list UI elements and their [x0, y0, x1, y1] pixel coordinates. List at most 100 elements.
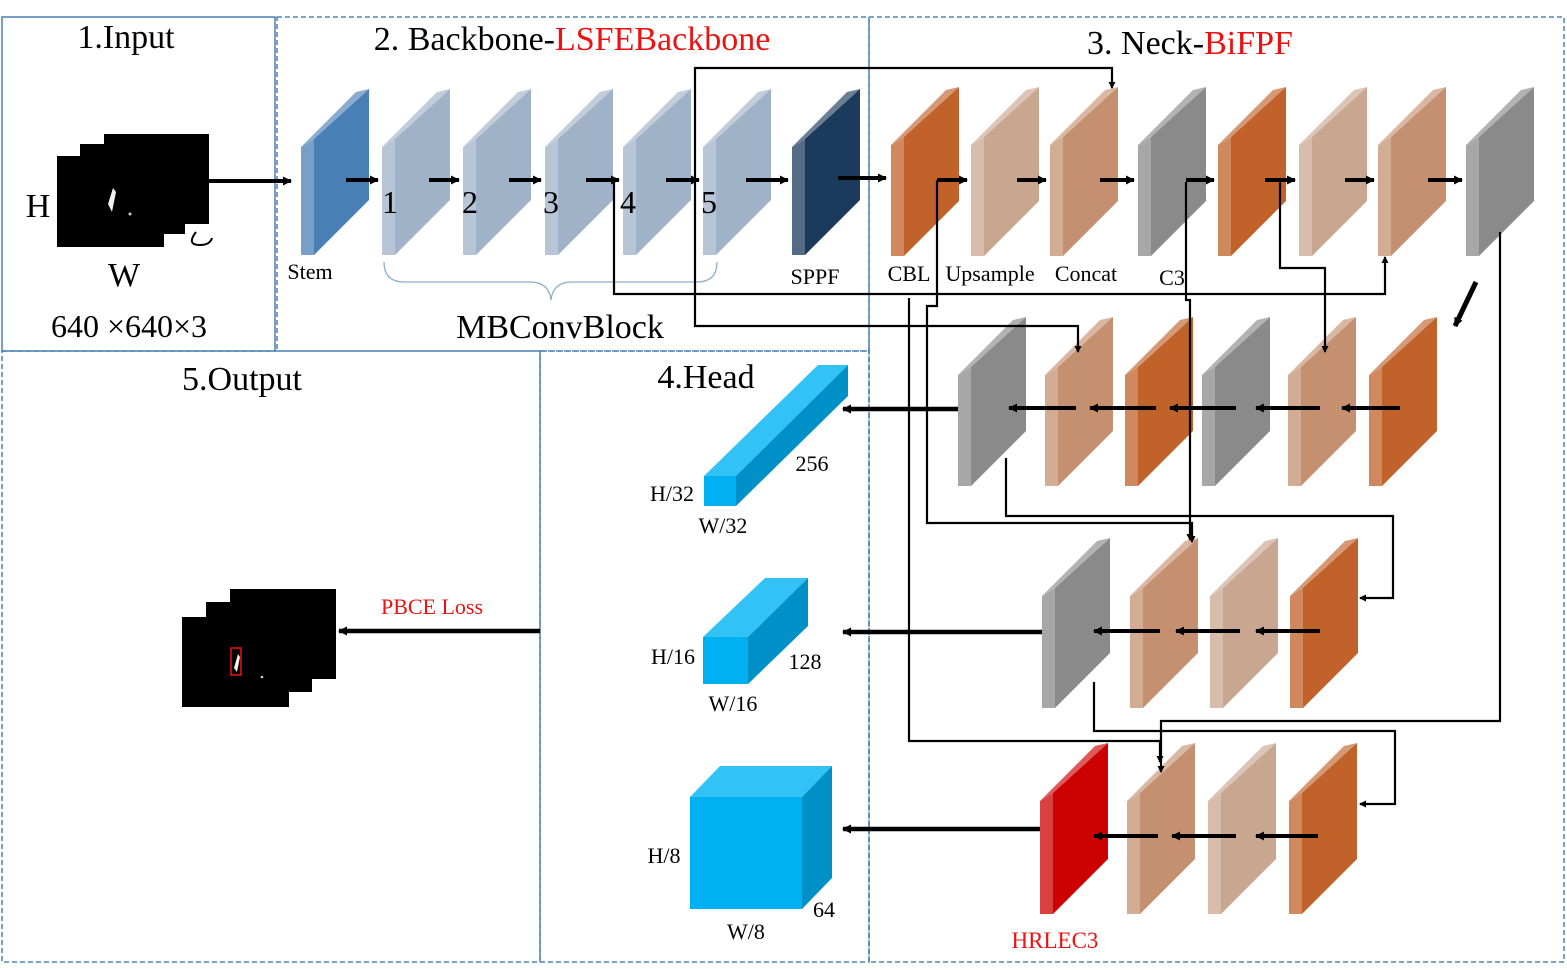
neck-top-concat-2-face — [1391, 87, 1446, 256]
neck-r3-c3-edge — [1042, 588, 1055, 708]
neck-r4-cbl-top — [1289, 743, 1357, 801]
neck-r3-upsample-top — [1210, 538, 1278, 596]
neck-r3-concat — [1130, 538, 1198, 708]
stem-block-face — [314, 89, 369, 255]
neck-r3-c3-top — [1042, 538, 1110, 596]
neck-top-cbl-2-top — [1218, 87, 1286, 145]
neck-r4-hrlec3 — [1040, 743, 1108, 914]
neck-r2-cbl — [1125, 317, 1193, 486]
output-target-blob — [234, 654, 240, 672]
neck-r3-c3-face — [1055, 538, 1110, 708]
head-small-channels: 64 — [813, 897, 835, 922]
neck-r4-cbl — [1289, 743, 1357, 914]
neck-r3-upsample-edge — [1210, 588, 1223, 708]
upsample-label: Upsample — [945, 261, 1034, 286]
block3-to-top-concat — [612, 178, 1389, 296]
mbconv-block-5 — [703, 89, 771, 255]
mbconv-group-label: MBConvBlock — [456, 309, 664, 346]
neck-r2-concat-face — [1058, 317, 1113, 486]
neck-r2-concat-2-face — [1301, 317, 1356, 486]
neck-top-cbl-top — [891, 87, 959, 145]
head-medium-channels: 128 — [789, 649, 822, 674]
head-title: 4.Head — [657, 359, 754, 396]
mbconv-block-3 — [545, 89, 613, 255]
neck-r2-cbl-2 — [1369, 317, 1437, 486]
neck-top-cbl — [891, 87, 959, 256]
head-large-height: H/32 — [650, 481, 694, 506]
neck-r3-cbl-face — [1303, 538, 1358, 708]
cbl-label: CBL — [888, 261, 931, 286]
neck-r4-upsample — [1208, 743, 1276, 914]
neck-title: 3. Neck-BiFPF — [1087, 25, 1293, 62]
output-image-stack — [182, 589, 336, 707]
mbconv-number-1: 1 — [382, 184, 398, 220]
mbconv-block-2-edge — [463, 139, 476, 255]
stem-block — [301, 89, 369, 255]
neck-r2-c3-2-face — [1215, 317, 1270, 486]
mbconv-block-5-top — [703, 89, 771, 147]
head-large-side — [736, 365, 848, 506]
neck-top-concat-2 — [1378, 87, 1446, 256]
neck-top-c3-2-edge — [1466, 137, 1479, 256]
neck-r4-hrlec3-face — [1053, 743, 1108, 914]
mbconv-block-4-edge — [623, 139, 636, 255]
neck-r4-cbl-edge — [1289, 793, 1302, 914]
neck-r2-c3-2 — [1202, 317, 1270, 486]
row3-c3-to-row4 — [1092, 682, 1397, 808]
neck-r3-cbl — [1290, 538, 1358, 708]
output-frame — [1, 350, 541, 963]
feature-blocks — [301, 87, 1534, 914]
head-small-side — [802, 766, 832, 909]
neck-r2-c3-top — [958, 317, 1026, 375]
neck-r3-cbl-top — [1290, 538, 1358, 596]
head-frame — [539, 350, 870, 963]
neck-top-c3-face — [1151, 87, 1206, 256]
input-target-blob — [108, 188, 116, 212]
head-large-top — [704, 365, 848, 476]
output-detection-box — [230, 647, 242, 676]
neck-r2-cbl-top — [1125, 317, 1193, 375]
neck-top-upsample-2-top — [1299, 87, 1367, 145]
neck-r2-cbl-2-edge — [1369, 367, 1382, 486]
input-h-label: H — [26, 188, 51, 225]
input-title: 1.Input — [77, 19, 175, 56]
hrlec3-label: HRLEC3 — [1012, 928, 1099, 953]
stem-block-top — [301, 89, 369, 147]
neck-r2-concat-2-edge — [1288, 367, 1301, 486]
neck-r4-upsample-face — [1221, 743, 1276, 914]
backbone-title-prefix: 2. Backbone- — [374, 21, 555, 58]
neck-top-c3-2-face — [1479, 87, 1534, 256]
input-w-label: W — [108, 257, 141, 294]
neck-r2-concat-2 — [1288, 317, 1356, 486]
neck-top-concat-top — [1050, 87, 1118, 145]
neck-r4-concat-face — [1140, 743, 1195, 914]
sppf-block-top — [792, 89, 860, 147]
section-frames — [1, 16, 1565, 963]
mbconv-block-1-face — [395, 89, 450, 255]
neck-top-concat — [1050, 87, 1118, 256]
neck-top-concat-2-edge — [1378, 137, 1391, 256]
head-small-top — [690, 766, 832, 797]
mbconv-block-3-face — [558, 89, 613, 255]
neck-top-concat-face — [1063, 87, 1118, 256]
backbone-frame — [276, 16, 870, 352]
neck-r3-c3 — [1042, 538, 1110, 708]
output-image-front — [182, 617, 289, 707]
mbconv-number-3: 3 — [543, 184, 559, 220]
mbconv-number-4: 4 — [620, 184, 636, 220]
head-small-front — [690, 797, 802, 909]
c3-to-row3 — [1184, 182, 1194, 541]
head-output-large — [704, 365, 848, 506]
neck-top-upsample-2 — [1299, 87, 1367, 256]
head-medium-side — [748, 578, 808, 684]
neck-r3-upsample-face — [1223, 538, 1278, 708]
loss-label: PBCE Loss — [381, 594, 483, 619]
mbconv-block-1 — [382, 89, 450, 255]
mbconv-block-2-top — [463, 89, 531, 147]
neck-r4-hrlec3-edge — [1040, 793, 1053, 914]
neck-top-upsample-edge — [971, 137, 984, 256]
neck-r4-concat-edge — [1127, 793, 1140, 914]
neck-top-cbl-2-edge — [1218, 137, 1231, 256]
neck-r2-c3-edge — [958, 367, 971, 486]
neck-top-concat-2-top — [1378, 87, 1446, 145]
